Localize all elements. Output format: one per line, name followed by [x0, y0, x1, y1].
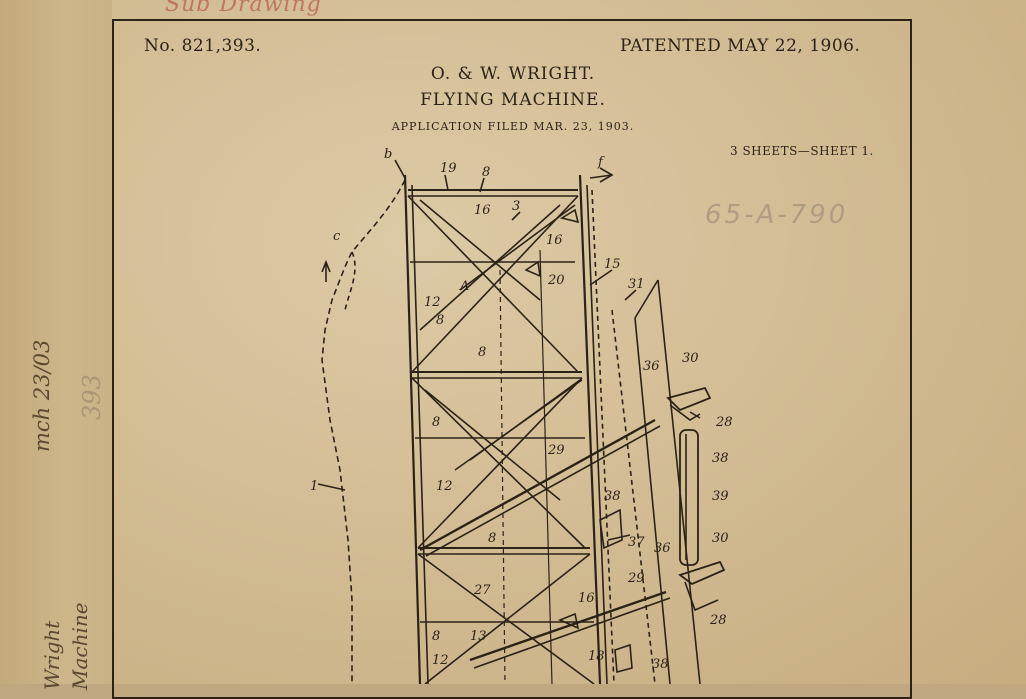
flying-machine-drawing: b 19 8 16 3 16 c A 20 15 31 12 8 8 36 30…	[310, 147, 733, 684]
figure-label: f	[597, 155, 605, 170]
stamp-number: 65-A-790	[705, 200, 849, 230]
figure-label: 16	[474, 203, 491, 218]
figure-label: 28	[715, 415, 733, 430]
figure-label: 38	[652, 657, 669, 672]
red-handwritten-note: Sub Drawing	[165, 0, 322, 17]
sheet-info: 3 SHEETS—SHEET 1.	[730, 144, 874, 158]
figure-label: 18	[588, 649, 605, 664]
figure-label: 12	[424, 295, 441, 310]
figure-label: 15	[604, 257, 621, 272]
figure-label: 8	[432, 629, 440, 644]
figure-label: 38	[712, 451, 729, 466]
figure-label: 8	[432, 415, 440, 430]
figure-label: 12	[432, 653, 449, 668]
figure-label: 30	[682, 351, 699, 366]
figure-label: 30	[712, 531, 729, 546]
figure-label: 8	[436, 313, 444, 328]
figure-label: 13	[470, 629, 487, 644]
figure-label: 19	[440, 161, 457, 176]
figure-label: 1	[310, 479, 318, 494]
figure-label: 16	[546, 233, 563, 248]
figure-label: 29	[627, 571, 645, 586]
figure-label: 28	[709, 613, 727, 628]
application-filed: APPLICATION FILED MAR. 23, 1903.	[391, 120, 635, 133]
figure-label: 8	[478, 345, 486, 360]
figure-label: 31	[628, 277, 645, 292]
figure-label: A	[459, 279, 469, 294]
figure-label: 20	[547, 273, 565, 288]
figure-label: 36	[643, 359, 660, 374]
inventors: O. & W. WRIGHT.	[430, 64, 596, 84]
left-margin	[0, 0, 112, 684]
figure-label: 16	[578, 591, 595, 606]
figure-label: 39	[712, 489, 729, 504]
figure-label: 29	[547, 443, 565, 458]
invention-title: FLYING MACHINE.	[420, 90, 606, 110]
figure-label: 27	[473, 583, 491, 598]
patented-date: PATENTED MAY 22, 1906.	[620, 36, 861, 56]
patent-number: No. 821,393.	[144, 36, 262, 56]
figure-label: 37	[628, 535, 645, 550]
figure-label: 8	[482, 165, 490, 180]
figure-label: 8	[488, 531, 496, 546]
figure-label: 36	[654, 541, 671, 556]
figure-label: 12	[436, 479, 453, 494]
figure-label: c	[333, 229, 341, 244]
figure-label: 38	[604, 489, 621, 504]
figure-label: 3	[512, 199, 520, 214]
figure-label: b	[384, 147, 392, 162]
